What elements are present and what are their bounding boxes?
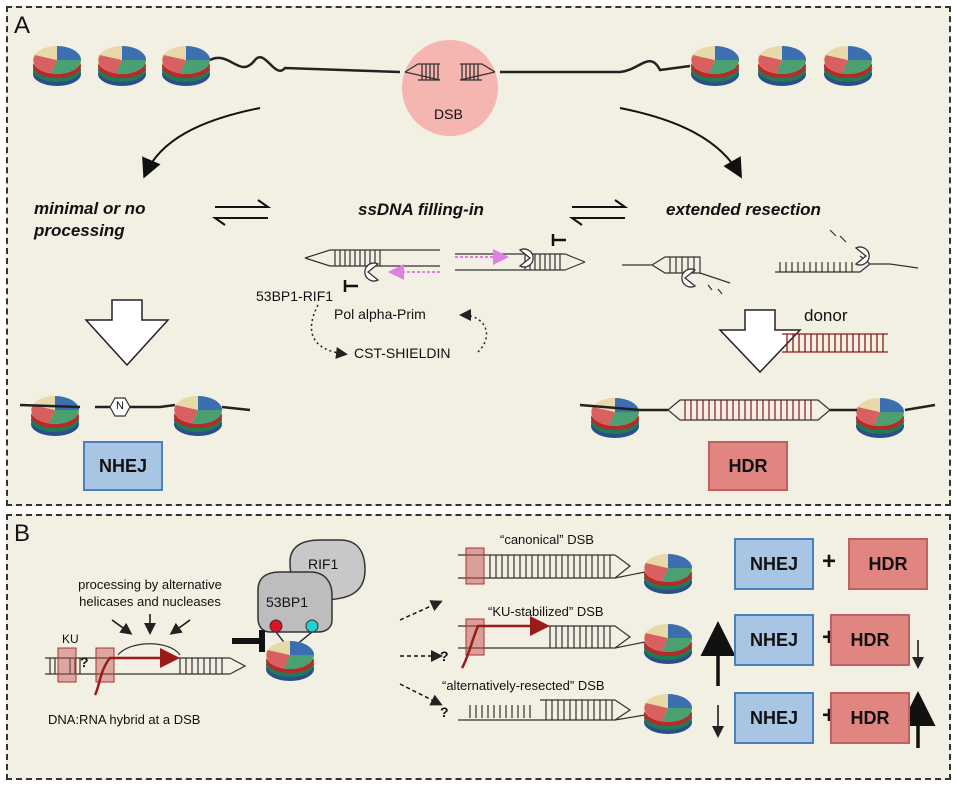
- path-middle-label: ssDNA filling-in: [358, 200, 484, 219]
- pol-label: Pol alpha-Prim: [334, 306, 426, 322]
- question-mark-alt: ?: [440, 704, 449, 720]
- dashed-arrow-canonical: [399, 600, 443, 621]
- rna-strand-hybrid: [93, 648, 180, 696]
- nucleosome-53bp1: [266, 641, 314, 681]
- nhej-box-alt: NHEJ: [734, 692, 814, 744]
- ku-stabilized-label: “KU-stabilized” DSB: [488, 604, 604, 619]
- ku-left-box: [57, 647, 77, 683]
- nucleosome-nhej-right: [174, 396, 222, 436]
- alt-resected-label: “alternatively-resected” DSB: [442, 678, 605, 693]
- arrow-to-left-path: [142, 107, 261, 179]
- nucleosome-top-right-2: [758, 46, 806, 86]
- hdr-box-canonical: HDR: [848, 538, 928, 590]
- 53bp1-shape-label: 53BP1: [266, 594, 309, 610]
- inhibit-symbol: [232, 630, 265, 652]
- resection-dna-right: [775, 229, 919, 273]
- dsb-ends: [404, 63, 496, 81]
- nucleosome-ku-stabilized: [644, 624, 692, 664]
- panel-b-letter: B: [14, 520, 31, 547]
- rif1-shape-label: RIF1: [308, 556, 339, 572]
- dsb-label: DSB: [434, 106, 463, 122]
- nucleosome-alt-resected: [644, 694, 692, 734]
- white-arrow-left: [84, 299, 170, 367]
- hdr-box-a: HDR: [708, 441, 788, 491]
- dna-top-left: [209, 56, 401, 74]
- white-arrow-right: [718, 309, 802, 374]
- cst-label: CST-SHIELDIN: [354, 345, 451, 361]
- panel-a-letter: A: [14, 12, 31, 39]
- equilibrium-arrows-1: [211, 199, 272, 226]
- question-mark-ku: ?: [440, 648, 449, 664]
- nucleosome-hdr-right: [856, 398, 904, 438]
- dotted-arrow-cst: [310, 304, 348, 359]
- nucleosome-nhej-left: [31, 396, 79, 436]
- n-hexagon: [109, 397, 131, 417]
- dashed-arrow-alt: [399, 683, 443, 706]
- plus-canonical: +: [822, 548, 837, 575]
- pacman-resection-right: [854, 246, 870, 266]
- pacman-right: [518, 248, 534, 268]
- nhej-box-canonical: NHEJ: [734, 538, 814, 590]
- path-right-label: extended resection: [666, 200, 821, 219]
- nucleosome-top-right-3: [824, 46, 872, 86]
- processing-arrow-3: [169, 619, 191, 635]
- ku-stabilized-dna: [458, 625, 646, 649]
- ku-canonical: [465, 547, 485, 585]
- processing-arrow-1: [111, 619, 133, 635]
- nhej-box-a: NHEJ: [83, 441, 163, 491]
- nucleosome-top-left-2: [98, 46, 146, 86]
- hybrid-label: DNA:RNA hybrid at a DSB: [48, 712, 201, 727]
- alt-resected-dna: [458, 699, 646, 721]
- hdr-box-ku: HDR: [830, 614, 910, 666]
- nhej-box-ku: NHEJ: [734, 614, 814, 666]
- pacman-resection-left: [681, 268, 697, 288]
- nucleosome-hdr-left: [591, 398, 639, 438]
- pacman-left: [364, 262, 380, 282]
- hdr-box-alt: HDR: [830, 692, 910, 744]
- resection-dna-left: [622, 256, 731, 295]
- dna-top-right: [500, 59, 691, 74]
- filling-in-dna-right: [455, 253, 586, 271]
- filling-in-dna-left: [304, 249, 440, 267]
- path-left-label: minimal or no processing: [34, 199, 146, 240]
- nucleosome-top-left-3: [162, 46, 210, 86]
- rif1-blocker-right: [551, 234, 566, 246]
- processing-label: processing by alternative helicases and …: [78, 577, 222, 609]
- canonical-dna: [458, 554, 646, 579]
- dna-hdr-product: [579, 403, 936, 412]
- dotted-arrow-pol: [459, 309, 488, 353]
- arrow-to-right-path: [619, 107, 742, 179]
- equilibrium-arrows-2: [568, 199, 629, 226]
- donor-dna: [782, 333, 888, 353]
- cyan-dot: [305, 619, 319, 633]
- hdr-repaired-dna: [667, 399, 831, 421]
- nucleosome-canonical: [644, 554, 692, 594]
- nucleosome-top-left-1: [33, 46, 81, 86]
- canonical-label: “canonical” DSB: [500, 532, 594, 547]
- nucleosome-top-right-1: [691, 46, 739, 86]
- ku-label: KU: [62, 632, 79, 646]
- n-label: N: [116, 400, 124, 412]
- donor-label: donor: [804, 306, 848, 325]
- rif1-blocker-left: [343, 280, 358, 292]
- red-dot: [269, 619, 283, 633]
- rna-strand-ku: [460, 616, 550, 669]
- rif1-label: 53BP1-RIF1: [256, 288, 334, 304]
- question-mark-hybrid: ?: [80, 654, 89, 670]
